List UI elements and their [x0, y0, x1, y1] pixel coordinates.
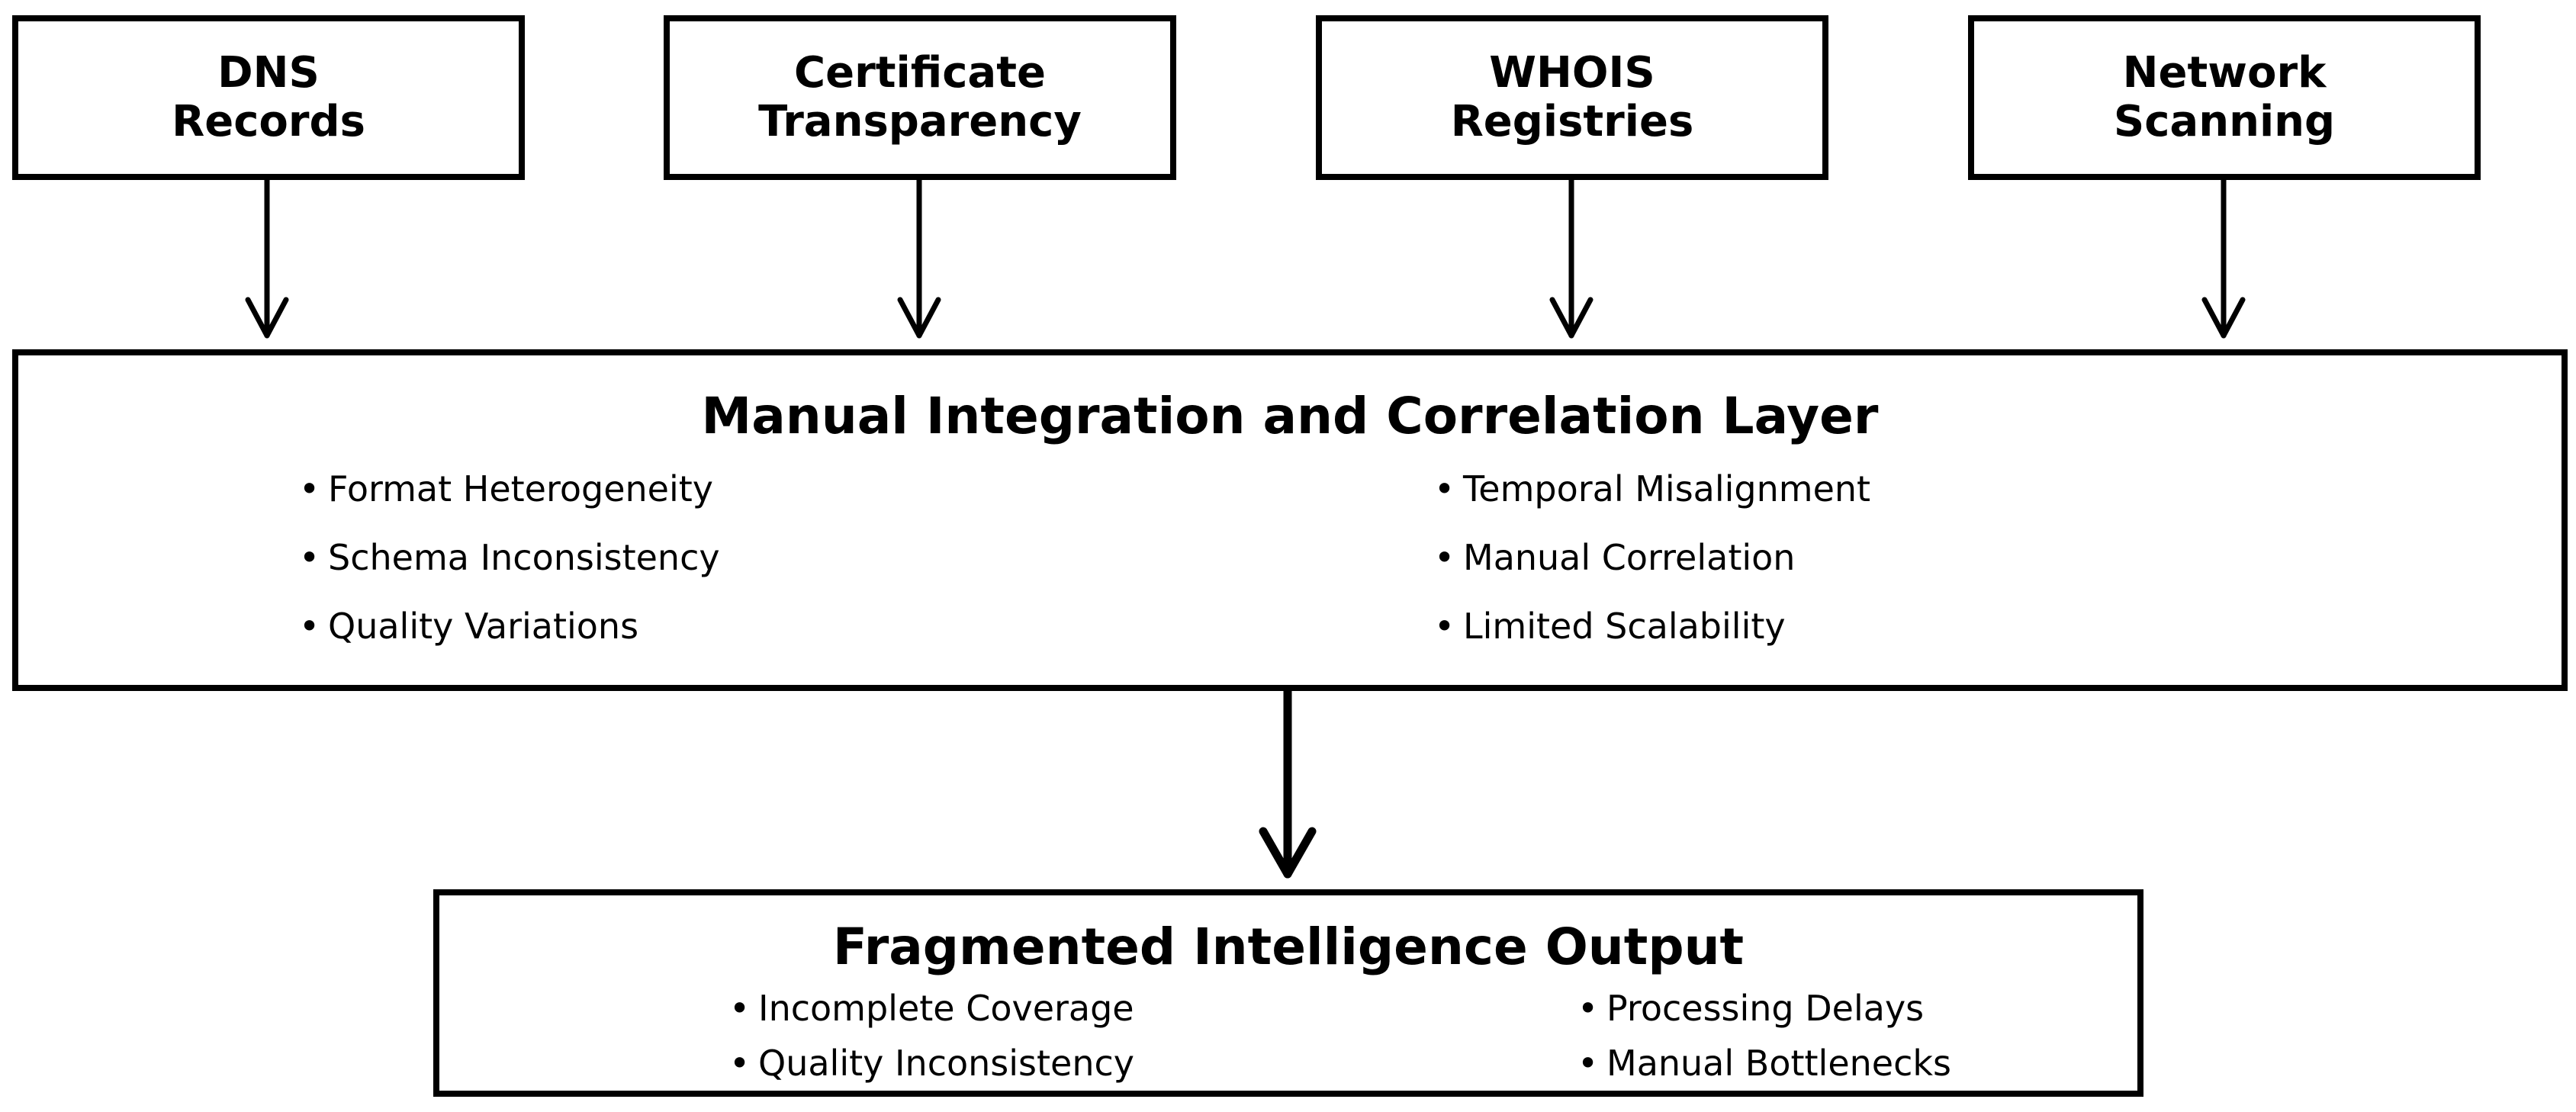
- source-label-line2: Records: [172, 97, 365, 146]
- output-issues-right: Processing Delays Manual Bottlenecks: [1577, 981, 1951, 1091]
- arrow-integration-to-output: [1259, 686, 1317, 879]
- source-dns-records: DNS Records: [12, 15, 525, 180]
- arrow-scanning-to-integration: [2201, 177, 2246, 339]
- list-item: Format Heterogeneity: [299, 455, 720, 523]
- source-label-line1: Certificate: [794, 48, 1046, 98]
- integration-issues-right: Temporal Misalignment Manual Correlation…: [1434, 455, 1870, 660]
- integration-issues-left: Format Heterogeneity Schema Inconsistenc…: [299, 455, 720, 660]
- list-item: Incomplete Coverage: [729, 981, 1134, 1036]
- source-label-line1: WHOIS: [1489, 48, 1655, 98]
- source-label-line2: Scanning: [2113, 97, 2336, 146]
- output-title: Fragmented Intelligence Output: [832, 918, 1745, 976]
- arrow-ct-to-integration: [897, 177, 941, 339]
- source-certificate-transparency: Certificate Transparency: [664, 15, 1176, 180]
- arrow-whois-to-integration: [1549, 177, 1594, 339]
- list-item: Processing Delays: [1577, 981, 1951, 1036]
- source-label-line2: Transparency: [758, 97, 1082, 146]
- output-box: Fragmented Intelligence Output Incomplet…: [433, 889, 2143, 1097]
- source-network-scanning: Network Scanning: [1968, 15, 2481, 180]
- arrow-dns-to-integration: [245, 177, 289, 339]
- integration-layer-box: Manual Integration and Correlation Layer…: [12, 349, 2568, 691]
- output-issues-left: Incomplete Coverage Quality Inconsistenc…: [729, 981, 1134, 1091]
- list-item: Manual Bottlenecks: [1577, 1036, 1951, 1091]
- list-item: Temporal Misalignment: [1434, 455, 1870, 523]
- list-item: Limited Scalability: [1434, 592, 1870, 660]
- source-label-line1: DNS: [217, 48, 320, 98]
- source-label-line2: Registries: [1450, 97, 1694, 146]
- list-item: Quality Variations: [299, 592, 720, 660]
- source-label-line1: Network: [2122, 48, 2327, 98]
- list-item: Schema Inconsistency: [299, 523, 720, 592]
- list-item: Manual Correlation: [1434, 523, 1870, 592]
- source-whois-registries: WHOIS Registries: [1316, 15, 1828, 180]
- list-item: Quality Inconsistency: [729, 1036, 1134, 1091]
- integration-title: Manual Integration and Correlation Layer: [701, 387, 1879, 445]
